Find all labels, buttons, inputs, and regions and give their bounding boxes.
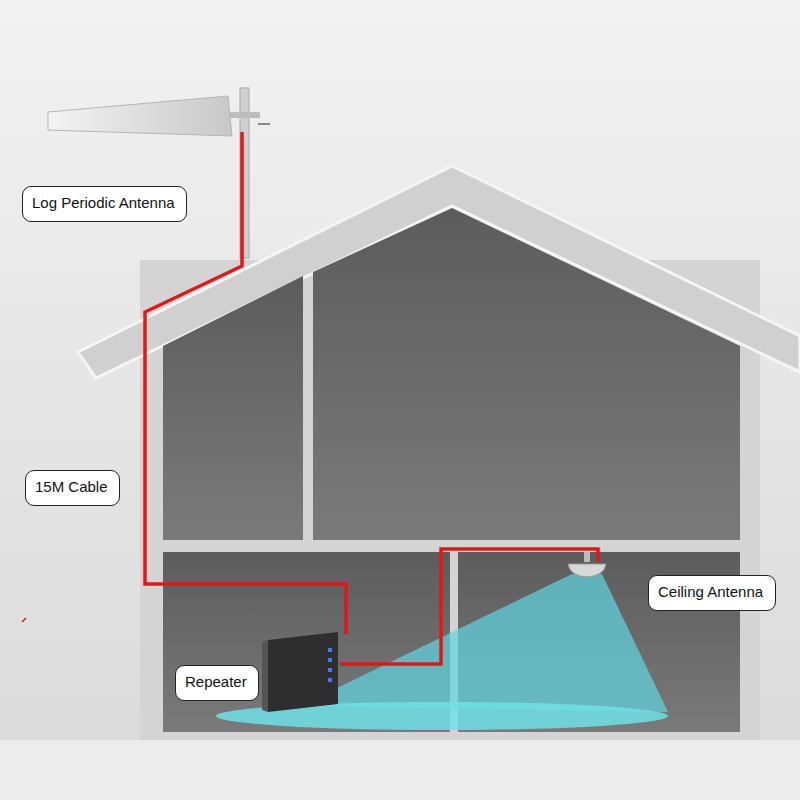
callout-label: Ceiling Antenna bbox=[658, 583, 763, 601]
ground bbox=[0, 740, 800, 800]
cable bbox=[340, 549, 598, 664]
antenna-bolt bbox=[258, 123, 270, 125]
upper-left-room bbox=[163, 276, 303, 540]
repeater-led bbox=[328, 668, 332, 672]
callout-label: Log Periodic Antenna bbox=[32, 194, 175, 212]
callout-box: Log Periodic Antenna bbox=[22, 186, 187, 222]
repeater-led bbox=[328, 678, 332, 682]
callout-label: Repeater bbox=[185, 673, 247, 691]
callout-label: 15M Cable bbox=[35, 478, 108, 496]
ceiling-antenna bbox=[568, 564, 606, 577]
repeater-led bbox=[328, 658, 332, 662]
repeater-side bbox=[262, 640, 268, 712]
repeater-led bbox=[328, 648, 332, 652]
callout-box: 15M Cable bbox=[25, 470, 120, 506]
upper-right-room bbox=[313, 208, 740, 540]
repeater-device bbox=[268, 632, 338, 712]
ceiling-antenna-mount bbox=[584, 552, 590, 562]
mark bbox=[22, 618, 26, 622]
callout-box: Repeater bbox=[175, 665, 259, 701]
log-periodic-antenna bbox=[48, 96, 232, 136]
callout-box: Ceiling Antenna bbox=[648, 575, 776, 611]
antenna-bracket bbox=[226, 112, 260, 118]
coverage-beam bbox=[300, 574, 668, 712]
